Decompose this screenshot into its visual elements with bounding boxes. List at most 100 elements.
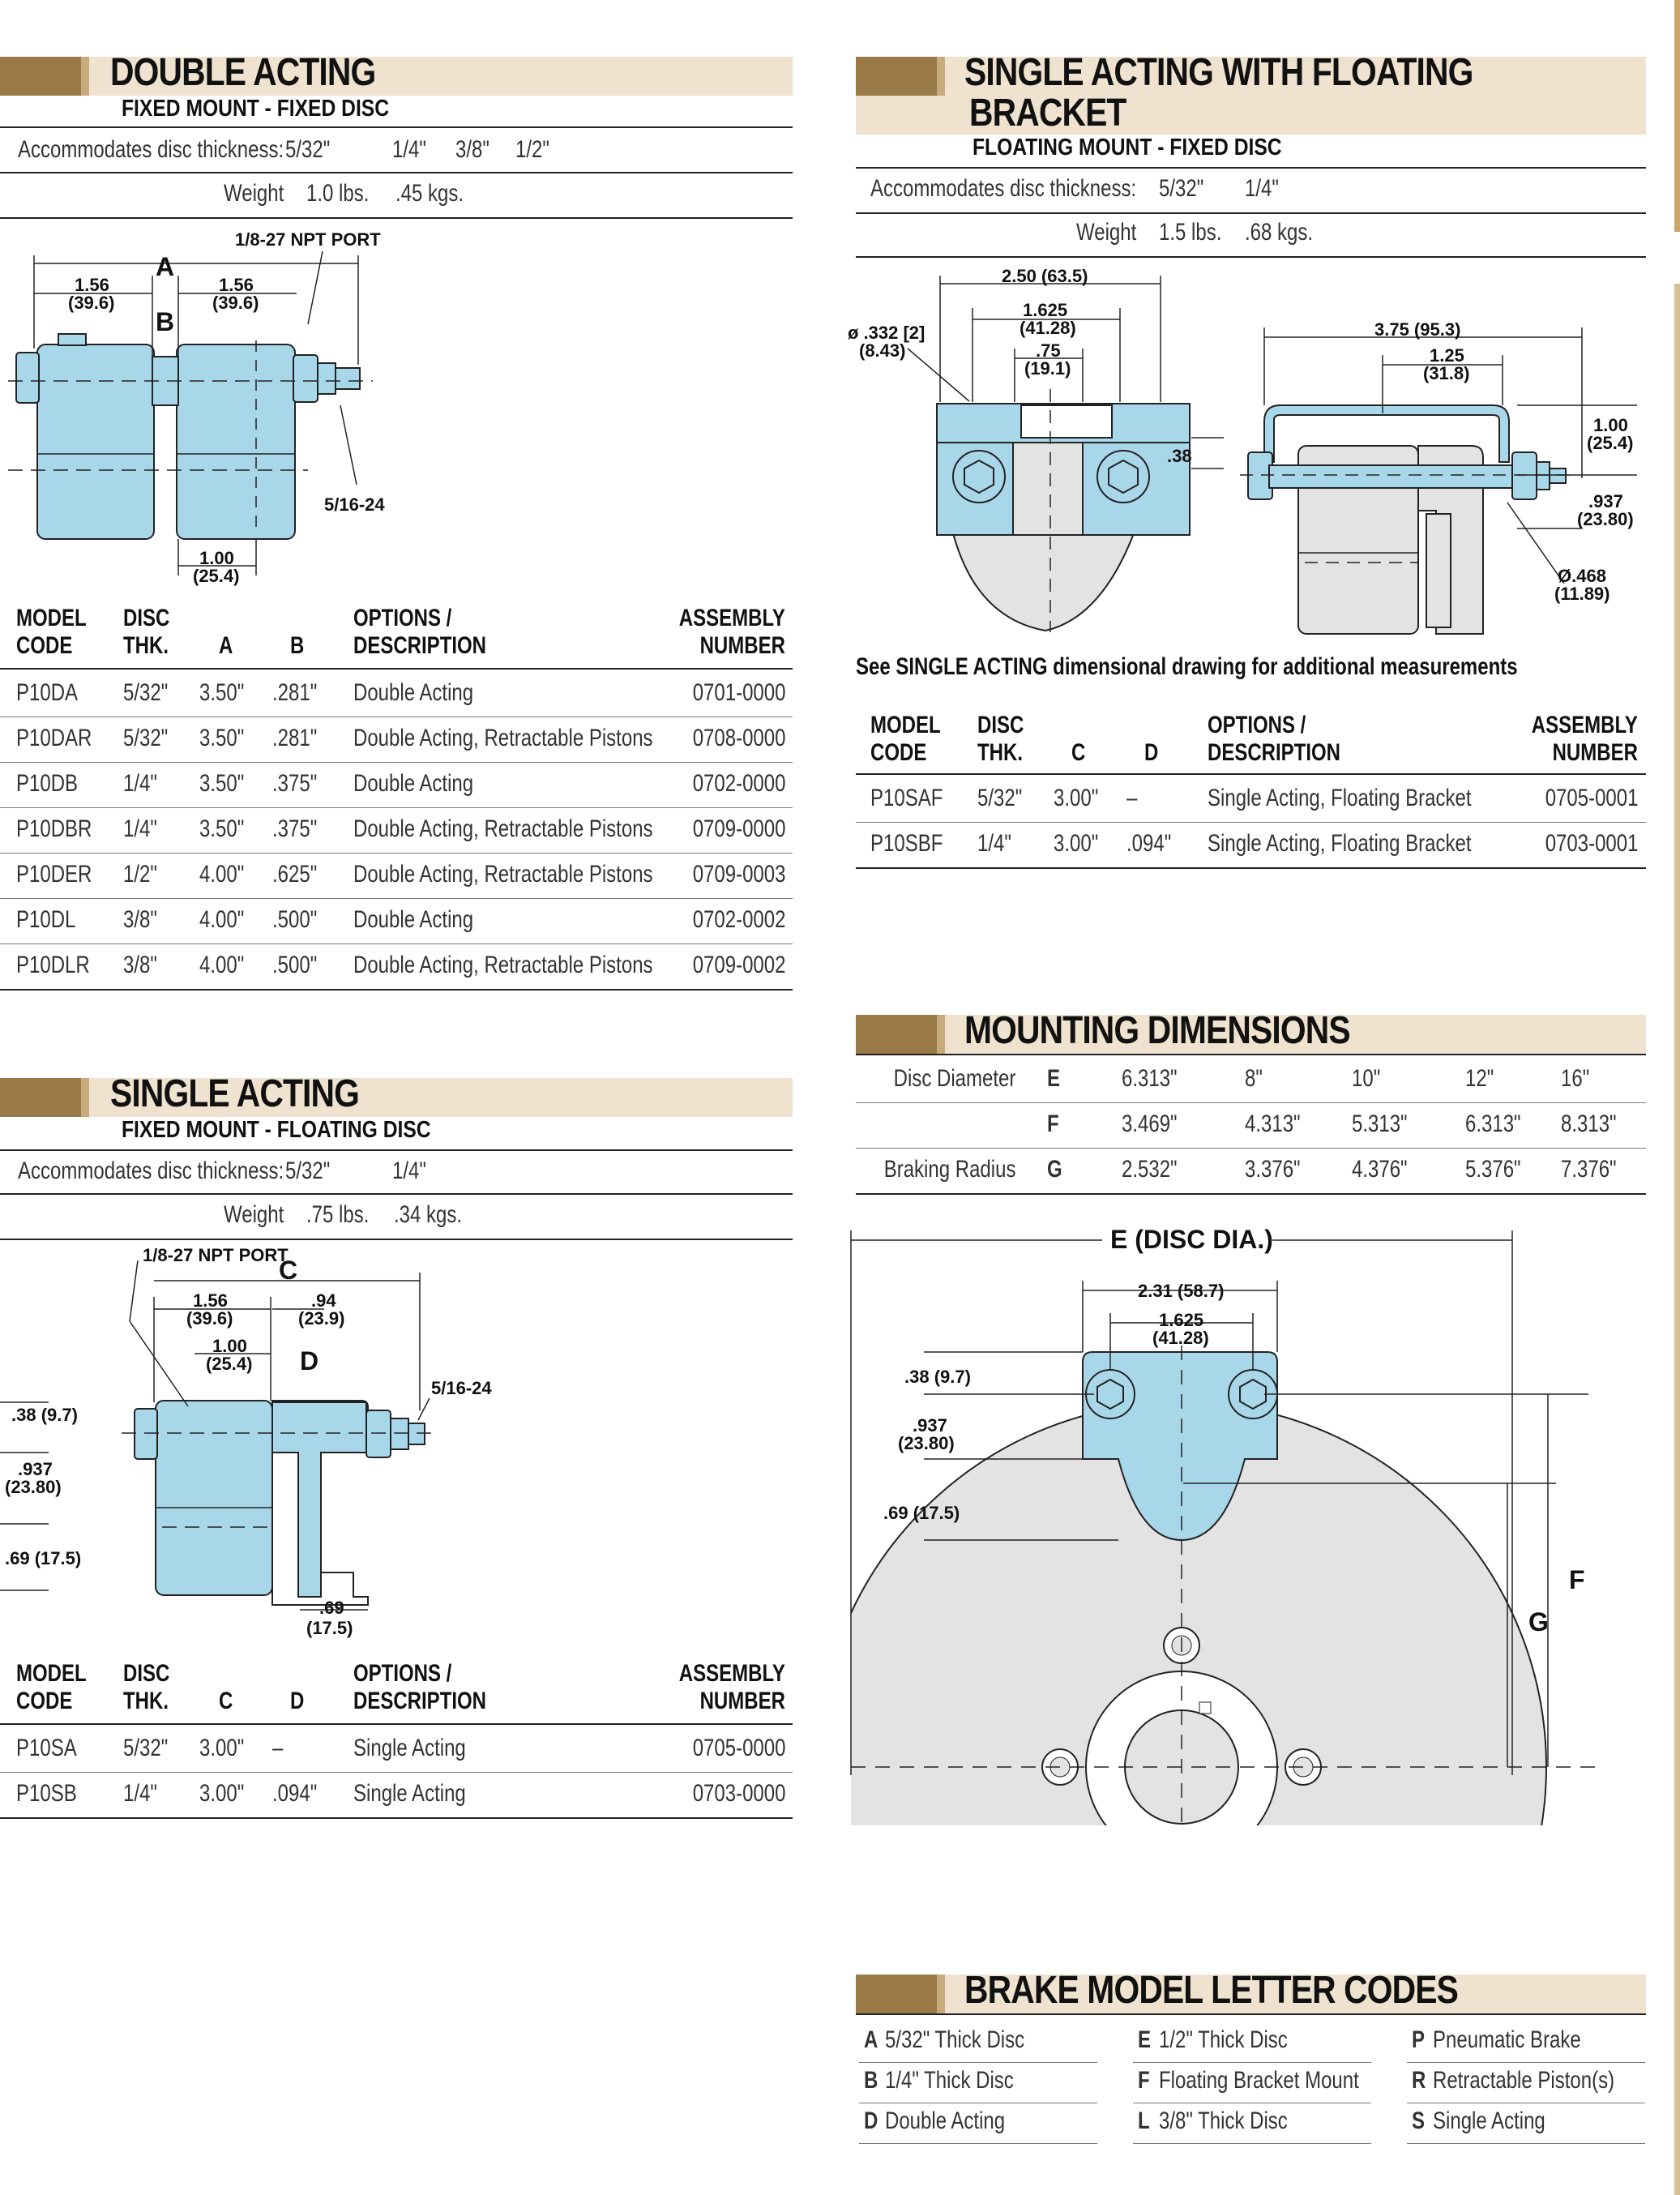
dim-label: .38 (9.7) [11, 1405, 78, 1425]
table-cell-model: P10DB [16, 770, 79, 797]
port-label: 1/8-27 NPT PORT [235, 229, 381, 250]
mounting-value: 8" [1245, 1065, 1263, 1092]
mounting-value: 5.376" [1465, 1156, 1521, 1183]
mounting-value: 3.376" [1245, 1156, 1301, 1183]
dim-g-letter: G [1528, 1607, 1549, 1637]
table-cell-assembly: 0702-0002 [692, 906, 785, 933]
weight-label: Weight [224, 1201, 284, 1228]
table-cell-description: Double Acting [353, 906, 474, 933]
thickness-value: 5/32" [285, 136, 331, 163]
table-cell-a: 4.00" [199, 906, 245, 933]
thickness-value: 5/32" [285, 1157, 331, 1184]
drawing-note: See SINGLE ACTING dimensional drawing fo… [856, 653, 1518, 680]
table-cell-c: 3.00" [199, 1735, 245, 1761]
dim-c-letter: C [279, 1256, 297, 1285]
code-meaning: Retractable Piston(s) [1433, 2067, 1615, 2094]
col-header-assembly: ASSEMBLY NUMBER [678, 1660, 785, 1714]
weight-label: Weight [224, 180, 284, 207]
thickness-label: Accommodates disc thickness: [18, 1157, 284, 1184]
table-cell-model: P10DL [16, 906, 76, 933]
table-cell-disc: 5/32" [977, 785, 1023, 811]
col-header-disc: DISC THK. [123, 605, 170, 659]
mounting-value: 2.532" [1122, 1156, 1178, 1183]
code-meaning: 1/2" Thick Disc [1159, 2026, 1288, 2053]
mounting-value: 7.376" [1561, 1156, 1617, 1183]
mounting-value: 6.313" [1465, 1110, 1521, 1137]
table-cell-a: 3.50" [199, 725, 245, 751]
mounting-value: 8.313" [1561, 1110, 1617, 1137]
col-header-model: MODEL CODE [16, 605, 87, 659]
floating-bracket-front-drawing: 2.50 (63.5) 1.625 (41.28) .75 (19.1) ø .… [848, 266, 1224, 632]
section-title: SINGLE ACTING [110, 1072, 360, 1115]
table-cell-model: P10SB [16, 1780, 77, 1807]
table-cell-disc: 3/8" [123, 906, 157, 933]
mounting-value: 5.313" [1352, 1110, 1408, 1137]
table-cell-assembly: 0705-0000 [692, 1735, 785, 1761]
col-header-options: OPTIONS / DESCRIPTION [1208, 712, 1341, 766]
weight-lbs: 1.0 lbs. [306, 180, 370, 207]
thread-label: 5/16-24 [431, 1378, 492, 1398]
section-header-bar [0, 57, 793, 96]
table-cell-description: Single Acting, Floating Bracket [1208, 785, 1472, 811]
mounting-value: 3.469" [1122, 1110, 1178, 1137]
dim-label: (8.43) [859, 340, 905, 361]
weight-lbs: 1.5 lbs. [1159, 219, 1222, 246]
dim-b-letter: B [156, 307, 174, 336]
table-cell-model: P10SA [16, 1735, 77, 1761]
section-title-line1: SINGLE ACTING WITH FLOATING [964, 51, 1473, 94]
table-cell-disc: 5/32" [123, 1735, 169, 1761]
table-cell-model: P10DLR [16, 952, 90, 978]
table-cell-assembly: 0702-0000 [692, 770, 785, 797]
weight-label: Weight [1076, 219, 1137, 246]
single-acting-drawing: 1/8-27 NPT PORT C D 1.56 (39.6) .94 (23.… [0, 1245, 492, 1638]
dim-label: .38 (9.7) [904, 1367, 971, 1387]
dim-label: (19.1) [1024, 358, 1071, 379]
thickness-value: 1/2" [515, 136, 549, 163]
col-header-model: MODEL CODE [870, 712, 941, 766]
section-title-line2: BRACKET [969, 92, 1126, 135]
table-cell-description: Single Acting [353, 1780, 466, 1807]
code-letter: E [1138, 2026, 1152, 2053]
table-cell-assembly: 0709-0002 [692, 952, 785, 978]
dim-label: .69 (17.5) [5, 1548, 81, 1568]
dim-e-label: E (DISC DIA.) [1110, 1225, 1273, 1254]
table-cell-assembly: 0705-0001 [1545, 785, 1638, 811]
table-cell-model: P10SBF [870, 830, 943, 857]
table-cell-disc: 1/2" [123, 861, 157, 888]
dim-label: .69 (17.5) [883, 1503, 960, 1523]
table-cell-description: Double Acting [353, 770, 474, 797]
table-cell-description: Single Acting, Floating Bracket [1208, 830, 1472, 857]
dim-a-letter: A [156, 252, 174, 281]
dim-label: Ø.468 [1558, 566, 1606, 586]
table-cell-assembly: 0703-0001 [1545, 830, 1638, 857]
col-header-assembly: ASSEMBLY NUMBER [1531, 712, 1638, 766]
section-title: DOUBLE ACTING [110, 51, 376, 94]
col-header-disc: DISC THK. [123, 1660, 170, 1714]
mounting-row-label: Braking Radius [883, 1156, 1015, 1183]
dim-label: 2.31 (58.7) [1138, 1281, 1224, 1301]
table-cell-description: Double Acting [353, 679, 474, 706]
table-cell-disc: 5/32" [123, 679, 169, 706]
table-cell-disc: 1/4" [123, 770, 157, 797]
mounting-row-label: Disc Diameter [893, 1065, 1015, 1092]
dim-label: 1.56 [219, 275, 254, 295]
table-cell-b: .500" [272, 906, 318, 933]
table-cell-d: .094" [1126, 830, 1172, 857]
table-cell-a: 3.50" [199, 770, 245, 797]
section-subtitle: FLOATING MOUNT - FIXED DISC [973, 135, 1282, 160]
dim-label: 1.25 [1430, 345, 1464, 366]
col-header-options: OPTIONS / DESCRIPTION [353, 1660, 487, 1714]
table-cell-model: P10DA [16, 679, 79, 706]
dim-label: .94 [311, 1290, 336, 1311]
col-header-b: B [290, 632, 305, 659]
dim-label: (25.4) [1587, 433, 1633, 453]
table-cell-description: Double Acting, Retractable Pistons [353, 952, 653, 978]
section-header-bar [856, 57, 1646, 135]
port-label: 1/8-27 NPT PORT [143, 1245, 289, 1265]
section-header-bar [0, 1078, 793, 1117]
code-meaning: Floating Bracket Mount [1159, 2067, 1359, 2094]
dim-f-letter: F [1569, 1565, 1585, 1594]
table-cell-assembly: 0701-0000 [692, 679, 785, 706]
table-cell-c: 3.00" [1054, 785, 1099, 811]
code-letter: R [1412, 2067, 1426, 2094]
